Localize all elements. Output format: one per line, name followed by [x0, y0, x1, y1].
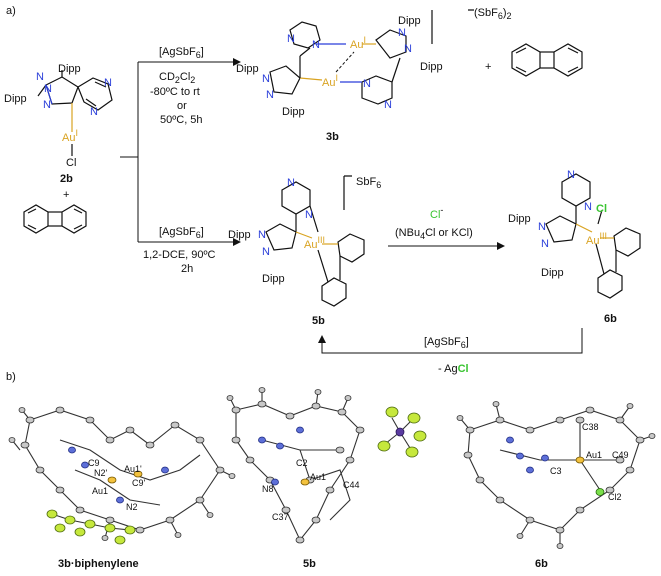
s1-atom-au1: Au1	[92, 486, 108, 496]
svg-text:(NBu4Cl or KCl): (NBu4Cl or KCl)	[395, 227, 473, 241]
s2-caption: 5b	[303, 558, 316, 570]
structure-6b: C38 Au1 C3 C49 Cl2 6b	[456, 401, 656, 570]
svg-text:CD2Cl2: CD2Cl2	[159, 71, 195, 85]
6b-n-a: N	[567, 169, 575, 181]
5b-dipp-1: Dipp	[228, 229, 251, 241]
svg-text:-80ºC to rt: -80ºC to rt	[150, 86, 200, 98]
6b-n-c: N	[538, 221, 546, 233]
2b-dipp-top: Dipp	[58, 63, 81, 75]
svg-text:1,2-DCE, 90ºC: 1,2-DCE, 90ºC	[143, 249, 216, 261]
5b-n-d: N	[287, 177, 295, 189]
svg-text:50ºC, 5h: 50ºC, 5h	[160, 114, 203, 126]
3b-n-c: N	[363, 78, 371, 90]
3b-dipp-3: Dipp	[420, 61, 443, 73]
3b-n-g: N	[398, 27, 406, 39]
2b-npyr1: N	[104, 77, 112, 89]
s3-atom-au1: Au1	[586, 450, 602, 460]
arrow-6b-5b: [AgSbF6] - AgCl	[318, 328, 583, 375]
biphenylene-right	[511, 43, 583, 77]
5b-n-c: N	[262, 246, 270, 258]
2b-n2: N	[44, 83, 52, 95]
3b-dipp-4: Dipp	[282, 106, 305, 118]
3b-dipp-2: Dipp	[236, 63, 259, 75]
3b-n-h: N	[404, 43, 412, 55]
s1-atom-au1p: Au1'	[124, 464, 142, 474]
6b-cl: Cl	[596, 203, 607, 215]
s1-atom-c9p: C9'	[132, 478, 146, 488]
plus-2b: +	[63, 189, 69, 201]
s2-atom-c37: C37	[272, 512, 289, 522]
s3-atom-cl2: Cl2	[608, 492, 622, 502]
svg-text:[AgSbF6]: [AgSbF6]	[159, 226, 204, 240]
compound-3b: AuI AuI N N N N N N N N Dipp Dipp Dipp D…	[236, 7, 512, 143]
svg-text:2h: 2h	[181, 263, 193, 275]
s3-atom-c3: C3	[550, 466, 562, 476]
biphenylene-left	[23, 204, 87, 234]
bottom-conditions: [AgSbF6] 1,2-DCE, 90ºC 2h	[143, 226, 216, 275]
5b-counterion: SbF6	[356, 176, 381, 190]
3b-dipp-1: Dipp	[398, 15, 421, 27]
structure-5b: C2 N8 Au1 C44 C37 5b	[226, 387, 427, 570]
svg-text:or: or	[177, 100, 187, 112]
3b-n-a: N	[287, 33, 295, 45]
2b-name: 2b	[60, 173, 73, 185]
arrow-5b-6b: Cl- (NBu4Cl or KCl)	[388, 205, 505, 250]
5b-n-b: N	[258, 229, 266, 241]
panel-a-label: a)	[6, 5, 16, 17]
3b-n-b: N	[312, 39, 320, 51]
3b-n-d: N	[384, 99, 392, 111]
branch-arrows	[120, 58, 241, 246]
6b-n-d: N	[541, 238, 549, 250]
2b-npyr2: N	[90, 106, 98, 118]
2b-dipp-left: Dipp	[4, 93, 27, 105]
top-conditions: [AgSbF6] CD2Cl2 -80ºC to rt or 50ºC, 5h	[150, 46, 204, 126]
2b-cl: Cl	[66, 157, 76, 169]
5b-name: 5b	[312, 315, 325, 327]
structure-3b-biphenylene: C9 N2' Au1' C9' Au1 N2 3b·biphenylene	[8, 406, 236, 570]
compound-2b: Dipp Dipp N N N N N AuI Cl 2b	[4, 63, 113, 185]
svg-text:Cl-: Cl-	[430, 205, 443, 221]
svg-text:[AgSbF6]: [AgSbF6]	[424, 336, 469, 350]
s1-atom-n2p: N2'	[94, 468, 108, 478]
3b-counterion: (SbF6)2	[474, 7, 512, 21]
6b-au: AuIII	[586, 231, 607, 247]
compound-6b: Cl AuIII N N N N Dipp Dipp 6b	[508, 169, 641, 325]
3b-au-bottom: AuI	[322, 73, 338, 89]
6b-name: 6b	[604, 313, 617, 325]
s2-atom-n8: N8	[262, 484, 274, 494]
5b-n-a: N	[305, 209, 313, 221]
s2-atom-c44: C44	[343, 480, 360, 490]
panel-b-label: b)	[6, 371, 16, 383]
3b-n-e: N	[262, 73, 270, 85]
2b-n1: N	[36, 71, 44, 83]
3b-n-f: N	[266, 89, 274, 101]
s1-atom-n2: N2	[126, 502, 138, 512]
s3-atom-c38: C38	[582, 422, 599, 432]
6b-n-b: N	[584, 201, 592, 213]
svg-text:- AgCl: - AgCl	[438, 363, 469, 375]
5b-au: AuIII	[304, 235, 325, 251]
s3-caption: 6b	[535, 558, 548, 570]
s1-caption: 3b·biphenylene	[58, 558, 139, 570]
6b-dipp-1: Dipp	[508, 213, 531, 225]
5b-dipp-2: Dipp	[262, 273, 285, 285]
2b-au: AuI	[62, 128, 78, 144]
2b-n3: N	[43, 99, 51, 111]
3b-au-top: AuI	[350, 35, 366, 51]
s3-atom-c49: C49	[612, 450, 629, 460]
6b-dipp-2: Dipp	[541, 267, 564, 279]
s1-atom-c9: C9	[88, 458, 100, 468]
3b-name: 3b	[326, 131, 339, 143]
plus-3b: +	[485, 61, 491, 73]
s2-atom-au1: Au1	[310, 472, 326, 482]
svg-text:[AgSbF6]: [AgSbF6]	[159, 46, 204, 60]
s2-atom-c2: C2	[296, 458, 308, 468]
compound-5b: AuIII N N N N Dipp Dipp SbF6 5b	[228, 175, 381, 327]
